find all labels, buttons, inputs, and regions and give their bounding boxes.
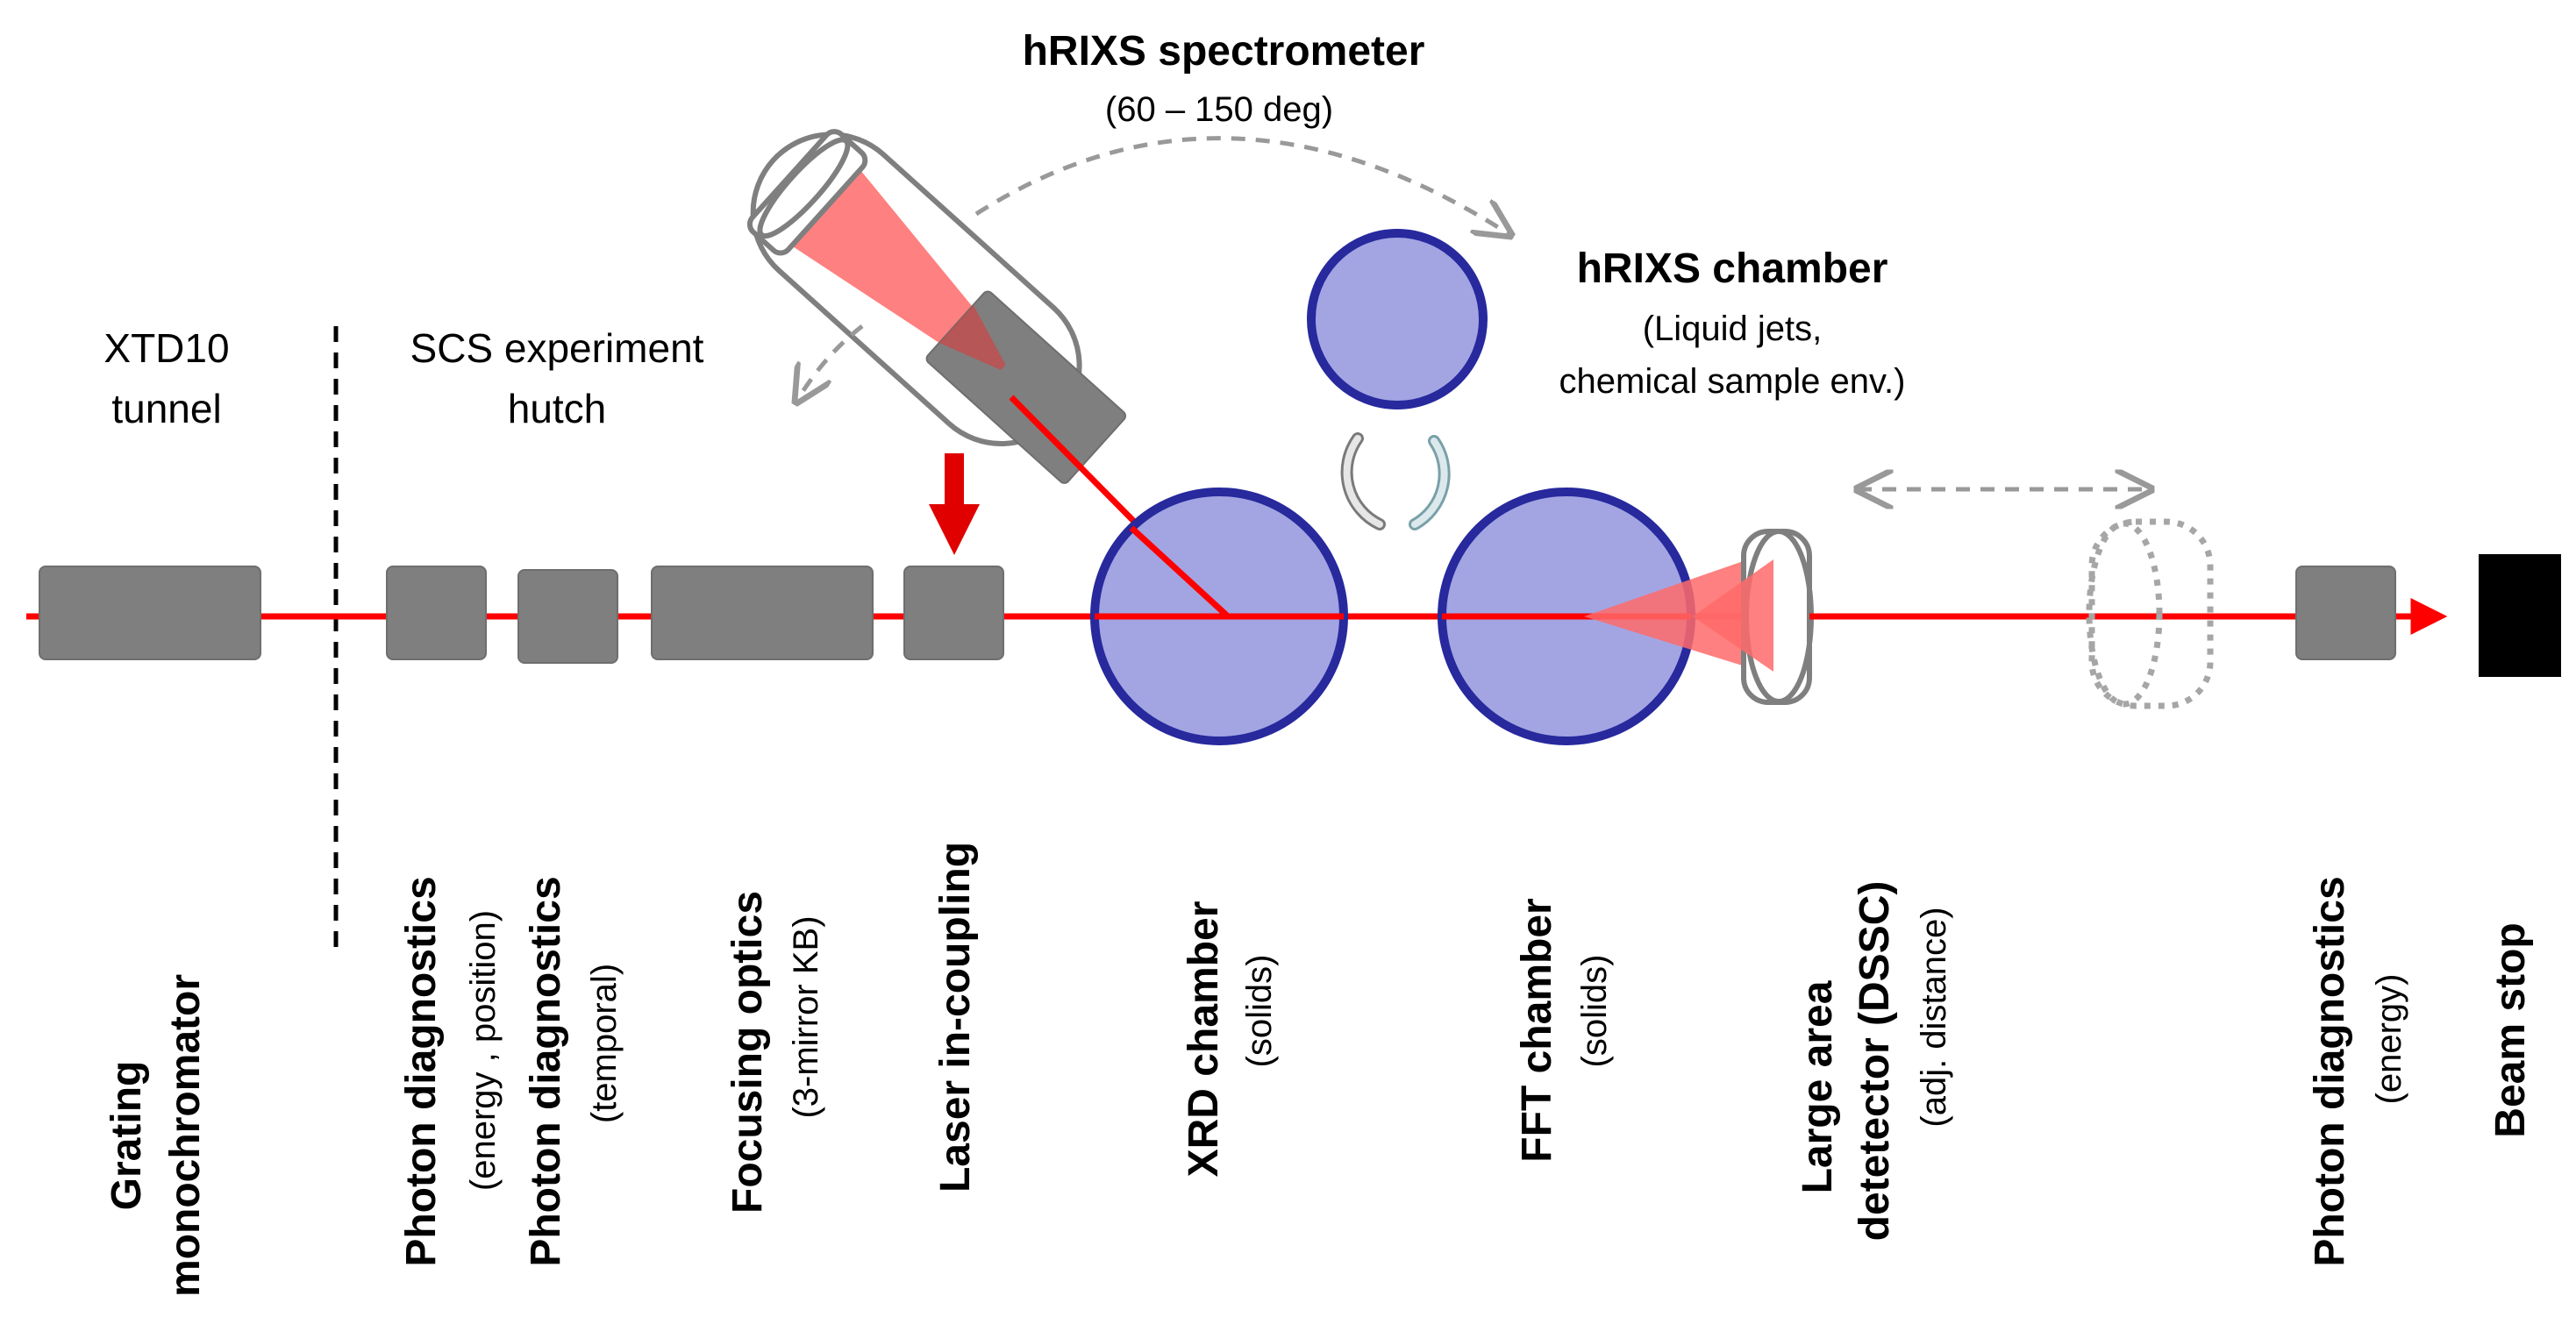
laser-arrow-head <box>929 504 980 555</box>
focusing-optics-box <box>651 566 874 660</box>
grating-label-line1: Grating <box>103 1061 150 1211</box>
photon-diagnostics-box-3 <box>2295 566 2396 660</box>
focusing-optics-sub: (3-mirror KB) <box>787 915 825 1118</box>
spectrometer-rotation-arrow <box>974 136 1510 235</box>
detector-alt-position <box>2086 518 2214 709</box>
scattered-beam-in-xrd <box>1129 525 1231 619</box>
xrd-chamber-sub: (solids) <box>1240 955 1279 1068</box>
swap-arrows-icon <box>1340 432 1451 530</box>
photon-diagnostics-1-label: Photon diagnostics <box>398 876 445 1266</box>
detector-label-line2: detetector (DSSC) <box>1852 881 1898 1242</box>
fft-chamber-sub: (solids) <box>1575 955 1614 1068</box>
xrd-chamber-label: XRD chamber <box>1181 901 1227 1178</box>
hrixs-chamber-circle <box>1307 229 1488 409</box>
grating-label-line2: monochromator <box>162 974 209 1297</box>
hrixs-spectrometer-title: hRIXS spectrometer <box>1023 28 1425 75</box>
scs-label-line2: hutch <box>508 386 607 431</box>
xtd10-label-line1: XTD10 <box>103 325 229 371</box>
laser-incoupling-label: Laser in-coupling <box>932 842 979 1192</box>
hrixs-chamber-sub-line1: (Liquid jets, <box>1643 310 1823 348</box>
large-area-detector <box>1693 529 1859 705</box>
hrixs-spectrometer-range: (60 – 150 deg) <box>1105 90 1333 129</box>
hrixs-chamber-title: hRIXS chamber <box>1577 246 1888 292</box>
grating-monochromator-box <box>39 566 261 660</box>
beam-stop-label: Beam stop <box>2487 922 2534 1137</box>
photon-diagnostics-2-label: Photon diagnostics <box>523 876 569 1266</box>
photon-diagnostics-1-sub: (energy , position) <box>464 910 503 1191</box>
photon-diagnostics-2-sub: (temporal) <box>585 964 624 1123</box>
fft-chamber-label: FFT chamber <box>1514 898 1560 1162</box>
beam-stop-block <box>2479 554 2561 677</box>
hrixs-spectrometer <box>746 129 1127 484</box>
photon-diagnostics-box-2 <box>517 569 618 664</box>
detector-cone <box>1584 551 1773 675</box>
hrixs-chamber-sub-line2: chemical sample env.) <box>1559 362 1906 401</box>
scs-label-line1: SCS experiment <box>410 325 704 371</box>
detector-sub: (adj. distance) <box>1915 907 1953 1127</box>
xtd10-label-line2: tunnel <box>111 386 221 431</box>
detector-label-line1: Large area <box>1795 980 1841 1193</box>
photon-diagnostics-3-sub: (energy) <box>2370 974 2408 1105</box>
laser-incoupling-box <box>903 566 1004 660</box>
photon-diagnostics-box-1 <box>386 566 487 660</box>
photon-diagnostics-3-label: Photon diagnostics <box>2307 876 2353 1266</box>
spectrometer-rotation-arrow-lower <box>796 324 864 402</box>
laser-arrow-shaft <box>945 453 964 508</box>
focusing-optics-label: Focusing optics <box>724 891 771 1214</box>
